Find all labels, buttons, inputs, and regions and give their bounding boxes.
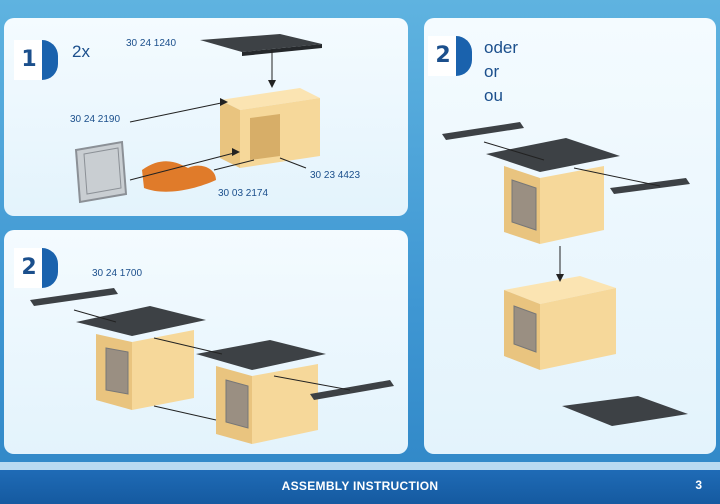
roof-panel (76, 306, 206, 336)
box-opening (250, 114, 280, 160)
step-2-alt-illustration (442, 122, 690, 426)
footer-title: ASSEMBLY INSTRUCTION (281, 479, 439, 493)
step-number: 1 (14, 40, 44, 80)
rail-part-left (442, 122, 524, 140)
step-number: 2 (14, 248, 44, 288)
part-number-grille: 30 24 2190 (70, 114, 121, 125)
step-tab (456, 36, 472, 76)
page-number: 3 (695, 478, 702, 492)
box-front (540, 166, 604, 244)
grille-part (74, 140, 128, 204)
rail-part-left (30, 288, 118, 306)
roof-panel-edge (242, 44, 322, 56)
rail-part-right (310, 380, 394, 400)
part-number-cushion: 30 03 2174 (218, 188, 269, 199)
box-front (252, 364, 318, 444)
step-2-alt-marker: 2 (428, 36, 472, 76)
part-number-rail: 30 24 1700 (92, 268, 143, 279)
part-number-box: 30 23 4423 (310, 170, 361, 181)
box-front (540, 288, 616, 370)
step-tab (42, 248, 58, 288)
step-1-illustration (74, 34, 322, 204)
alt-word-de: oder (484, 38, 519, 57)
rail-part-right (610, 178, 690, 194)
step-1-panel: 1 2x 30 24 1240 30 24 2190 30 03 2174 30… (4, 18, 408, 216)
alt-word-fr: ou (484, 86, 503, 105)
part-number-roof: 30 24 1240 (126, 38, 177, 49)
step-2-alternative-panel: 2 oder or ou (424, 18, 716, 454)
footer-stripe (0, 462, 720, 470)
roof-panel-loose (562, 396, 688, 426)
box-front (132, 330, 194, 410)
cushion-part (142, 161, 216, 192)
box-top (220, 88, 320, 110)
step-1-marker: 1 (14, 40, 58, 80)
alternative-words: oder or ou (484, 36, 518, 108)
step-number: 2 (428, 36, 458, 76)
roof-panel (200, 34, 322, 52)
alt-word-en: or (484, 62, 500, 81)
footer-bar: ASSEMBLY INSTRUCTION 3 (0, 470, 720, 504)
step-2-illustration (30, 288, 394, 444)
roof-panel (486, 138, 620, 172)
step-2-panel: 2 30 24 1700 (4, 230, 408, 454)
quantity-label: 2x (72, 42, 90, 61)
step-2-marker: 2 (14, 248, 58, 288)
step-tab (42, 40, 58, 80)
box-side (220, 100, 240, 168)
roof-panel (196, 340, 326, 370)
